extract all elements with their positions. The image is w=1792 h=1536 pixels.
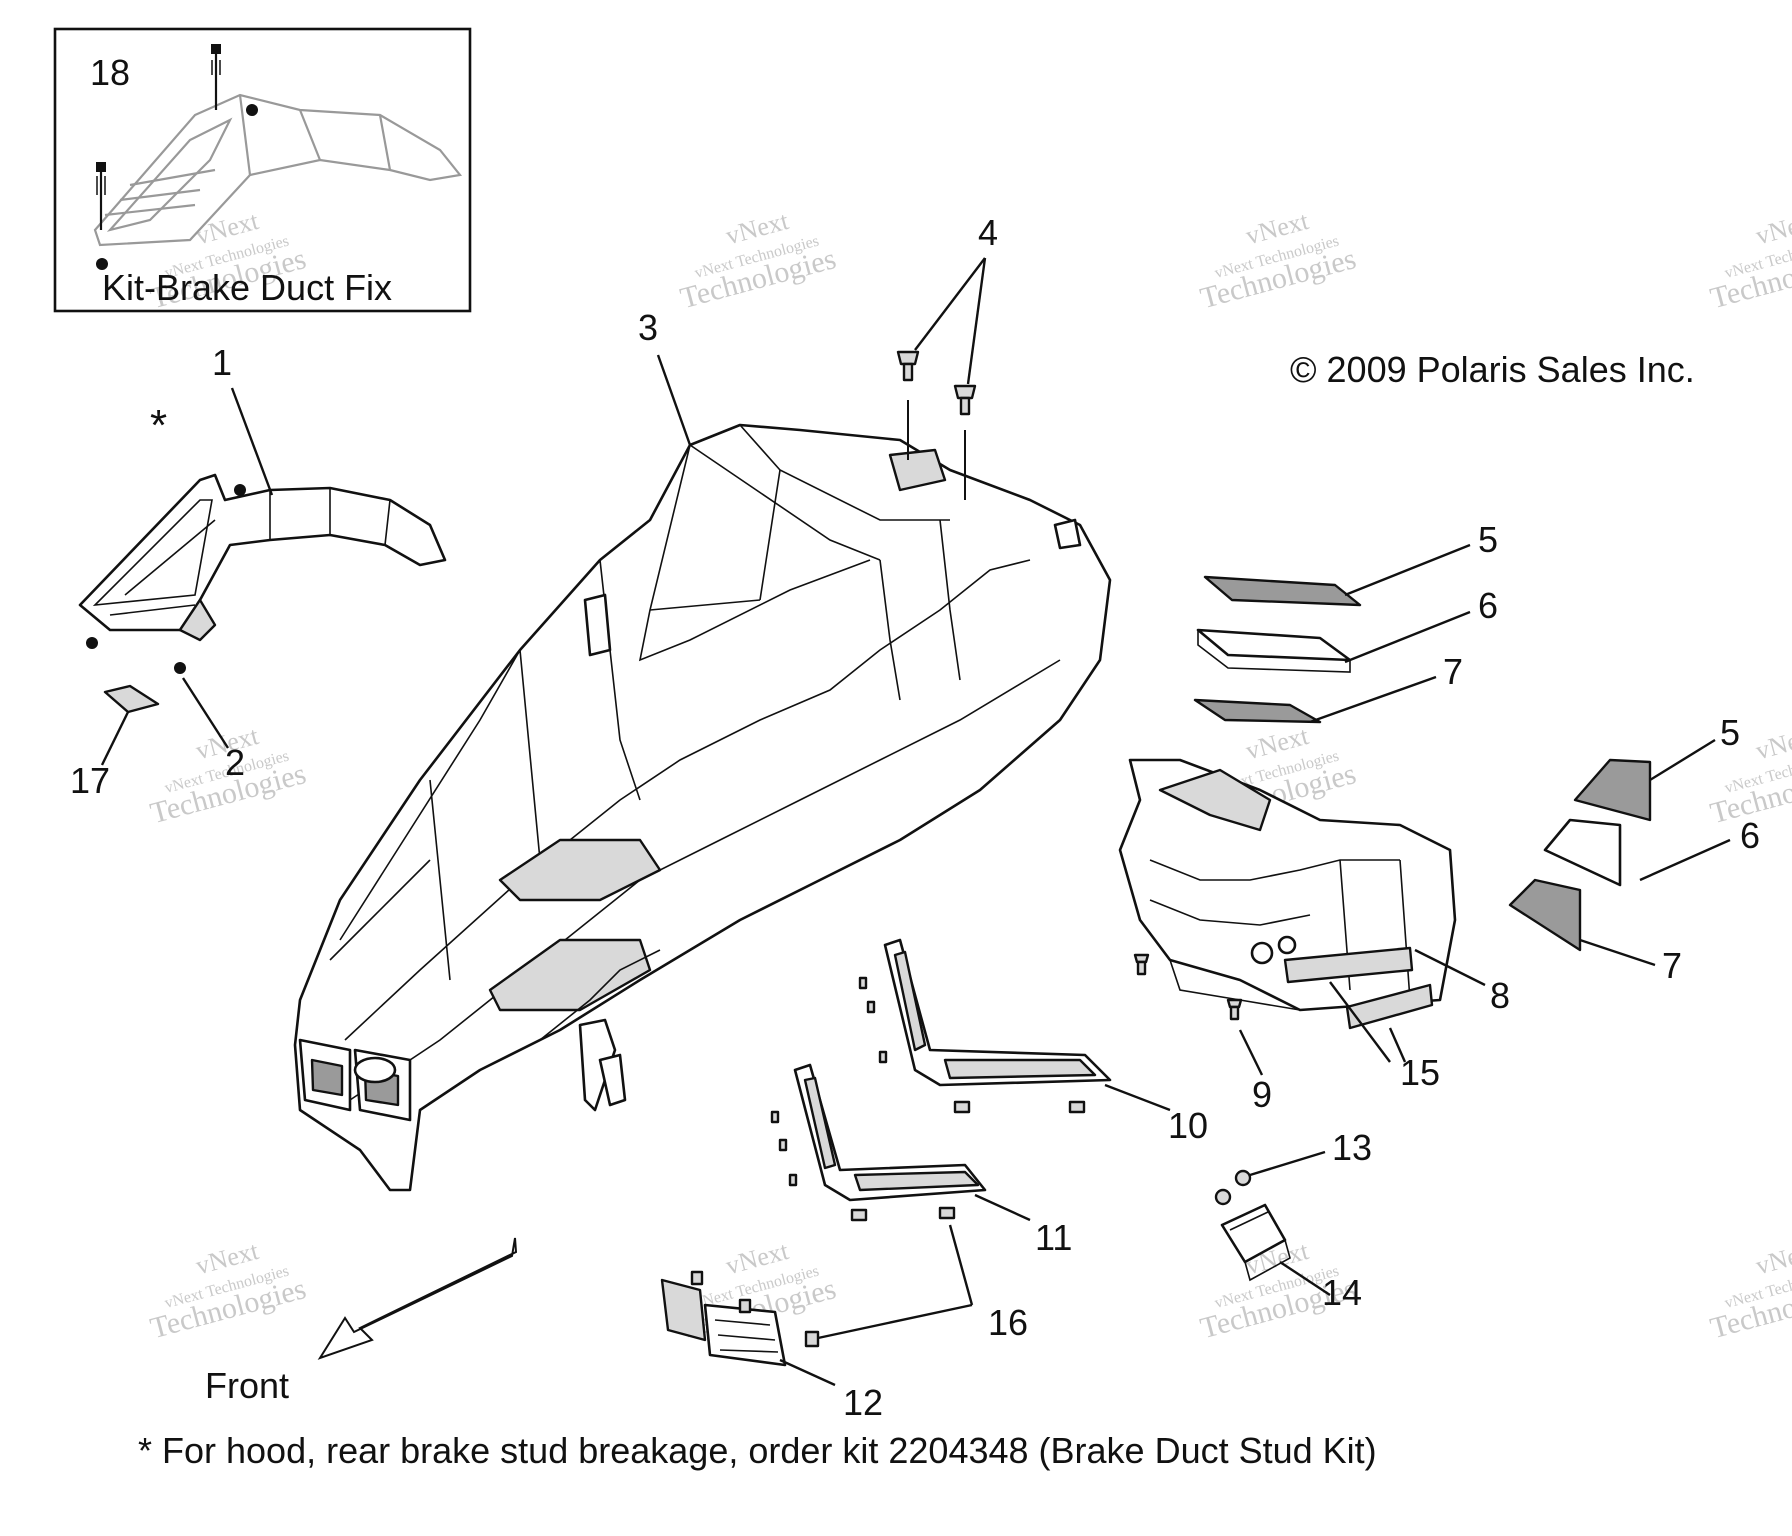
nut xyxy=(86,637,98,649)
leader-5b xyxy=(1649,738,1716,782)
vent-right-set xyxy=(1508,758,1652,952)
leader-13 xyxy=(1249,1150,1326,1177)
callout-12: 12 xyxy=(843,1382,883,1423)
inset-caption: Kit-Brake Duct Fix xyxy=(102,267,392,308)
leader-11 xyxy=(974,1193,1031,1222)
hood-part-3 xyxy=(293,423,1112,1192)
pad-part-17 xyxy=(103,684,160,714)
leader-5a xyxy=(1344,543,1471,597)
callout-2: 2 xyxy=(225,742,245,783)
vent-part-7a xyxy=(1193,698,1322,724)
watermark: vNext vNext Technologies Technologies xyxy=(147,1236,310,1345)
vent-part-5a xyxy=(1203,575,1362,607)
leader-10 xyxy=(1104,1083,1171,1112)
callout-15: 15 xyxy=(1400,1052,1440,1093)
inset-brake-duct xyxy=(93,93,463,247)
callout-3: 3 xyxy=(638,307,658,348)
vent-upper-set xyxy=(1193,575,1362,724)
nuts-part-13 xyxy=(1214,1169,1252,1206)
inset-bolt-top xyxy=(211,44,221,110)
screws-part-9 xyxy=(1133,953,1243,1021)
leader-6a xyxy=(1344,610,1471,664)
leader-15a xyxy=(1329,981,1391,1063)
grille-part-10 xyxy=(858,938,1112,1114)
watermark: vNext vNext Technologies Technologies xyxy=(1707,206,1792,315)
nut xyxy=(234,484,246,496)
inset-kit-brake-duct-fix: 18 Kit-Brake Duct Fix xyxy=(53,27,472,313)
callout-5b: 5 xyxy=(1720,712,1740,753)
watermark: vNext vNext Technologies Technologies xyxy=(147,721,310,830)
leader-2 xyxy=(181,677,230,749)
asterisk: * xyxy=(150,401,167,450)
callout-7a: 7 xyxy=(1443,651,1463,692)
leader-15b xyxy=(1388,1027,1407,1063)
bracket-part-14 xyxy=(1220,1203,1291,1282)
callout-5a: 5 xyxy=(1478,519,1498,560)
callout-11: 11 xyxy=(1035,1217,1072,1258)
callout-6b: 6 xyxy=(1740,815,1760,856)
vent-part-6b xyxy=(1543,818,1622,887)
svg-text:vNext: vNext xyxy=(1753,1236,1792,1281)
nut-part-2 xyxy=(174,662,186,674)
grille-part-11 xyxy=(770,1063,987,1222)
front-label: Front xyxy=(205,1365,289,1406)
leader-7a xyxy=(1309,675,1437,724)
leader-4a xyxy=(914,257,986,351)
leader-17 xyxy=(100,711,130,766)
callout-1: 1 xyxy=(212,342,232,383)
watermark: vNext vNext Technologies Technologies xyxy=(1707,1236,1792,1345)
callout-13: 13 xyxy=(1332,1127,1372,1168)
grille-part-12 xyxy=(660,1270,820,1367)
leader-16b xyxy=(817,1303,973,1340)
vent-part-7b xyxy=(1508,878,1582,952)
console-part-8 xyxy=(1118,758,1457,1012)
callout-17: 17 xyxy=(70,760,110,801)
callout-7b: 7 xyxy=(1662,945,1682,986)
leader-12 xyxy=(779,1358,836,1387)
leader-4b xyxy=(966,257,987,385)
callout-4: 4 xyxy=(978,212,998,253)
watermark: vNext vNext Technologies Technologies xyxy=(1197,206,1360,315)
inset-frame xyxy=(53,27,472,313)
vent-part-6a xyxy=(1196,628,1352,662)
screws-part-4 xyxy=(896,350,977,500)
callout-6a: 6 xyxy=(1478,585,1498,626)
inset-nut xyxy=(246,104,258,116)
callout-9: 9 xyxy=(1252,1074,1272,1115)
copyright: © 2009 Polaris Sales Inc. xyxy=(1290,349,1695,390)
callout-10: 10 xyxy=(1168,1105,1208,1146)
vent-part-5b xyxy=(1573,758,1652,822)
inset-number: 18 xyxy=(90,52,130,93)
watermark: vNext vNext Technologies Technologies xyxy=(1707,721,1792,830)
leader-9 xyxy=(1238,1029,1264,1076)
callout-8: 8 xyxy=(1490,975,1510,1016)
leader-1 xyxy=(230,387,274,496)
leader-6b xyxy=(1639,838,1731,882)
leader-7b xyxy=(1579,938,1656,967)
brake-duct-part-1 xyxy=(78,473,447,642)
footnote: * For hood, rear brake stud breakage, or… xyxy=(138,1430,1377,1471)
leader-14 xyxy=(1279,1260,1331,1297)
inset-nut xyxy=(96,258,108,270)
leader-8 xyxy=(1414,948,1486,987)
leader-16a xyxy=(948,1224,974,1306)
leader-3 xyxy=(656,354,692,446)
svg-text:vNext: vNext xyxy=(1753,206,1792,251)
inset-bolt-left xyxy=(96,162,106,230)
watermark: vNext vNext Technologies Technologies xyxy=(677,206,840,315)
front-arrow xyxy=(317,1237,518,1360)
callout-16: 16 xyxy=(988,1302,1028,1343)
strips-part-15 xyxy=(1283,946,1434,1030)
callout-14: 14 xyxy=(1322,1272,1362,1313)
svg-text:vNext: vNext xyxy=(1753,721,1792,766)
